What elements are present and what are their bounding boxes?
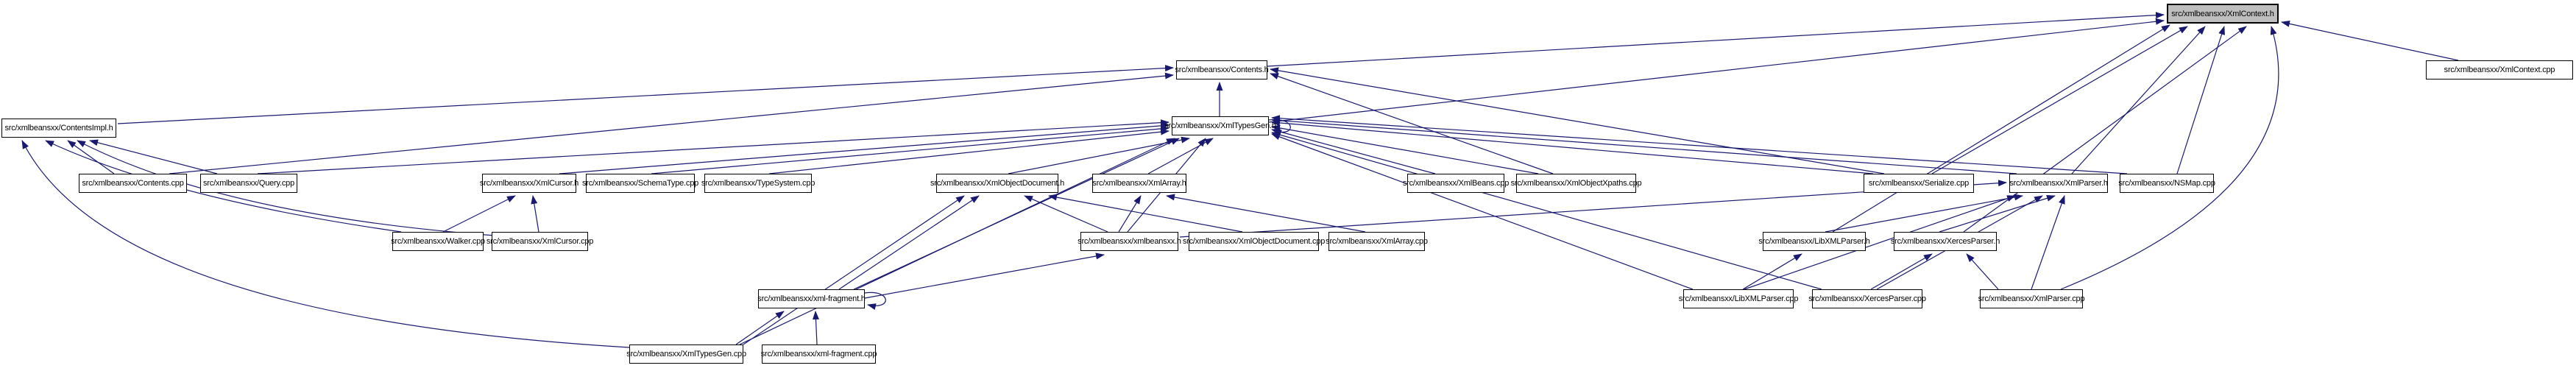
- edge-xercesparser-h-to-xmlcontext-h: [1963, 26, 2247, 233]
- edge-xmltypesgen-h-to-xmlcontext-h: [1268, 18, 2165, 123]
- edge-xmlparser-h-to-xmltypesgen-h: [1271, 117, 2017, 174]
- node-xmlparser-h[interactable]: src/xmlbeansxx/XmlParser.h: [2009, 174, 2108, 193]
- node-xmlobjectxpaths-cpp[interactable]: src/xmlbeansxx/XmlObjectXpaths.cpp: [1511, 174, 1642, 193]
- edge-group: [21, 12, 2459, 348]
- node-xml-fragment-h[interactable]: src/xmlbeansxx/xml-fragment.h: [757, 289, 866, 308]
- edge-xmlcontext-cpp-to-xmlcontext-h: [2281, 20, 2459, 61]
- node-xmltypesgen-h[interactable]: src/xmlbeansxx/XmlTypesGen.h: [1164, 116, 1276, 135]
- edge-libxmlparser-h-to-xmlparser-h: [1825, 194, 2023, 233]
- node-xercesparser-h[interactable]: src/xmlbeansxx/XercesParser.h: [1891, 232, 2000, 251]
- node-typesystem-cpp[interactable]: src/xmlbeansxx/TypeSystem.cpp: [701, 174, 815, 193]
- edge-xmlbeans-cpp-to-xmltypesgen-h: [1271, 128, 1436, 174]
- edge-typesystem-cpp-to-xmltypesgen-h: [768, 128, 1170, 174]
- edge-xmlobjectxpaths-cpp-to-xmltypesgen-h: [1271, 124, 1539, 174]
- node-schematype-cpp[interactable]: src/xmlbeansxx/SchemaType.cpp: [582, 174, 698, 193]
- edge-xmlcursor-cpp-to-contentsimpl-h: [77, 140, 495, 236]
- edge-xmlobjectdocument-h-to-xmltypesgen-h: [1008, 136, 1190, 174]
- edge-xercesparser-cpp-to-xmltypesgen-h: [1271, 131, 1822, 290]
- edge-xml-fragment-h-to-xml-fragment-h: [864, 292, 886, 310]
- edge-nsmap-cpp-to-xmlcontext-h: [2176, 26, 2225, 174]
- edge-xmlcursor-h-to-xmltypesgen-h: [559, 122, 1170, 174]
- node-contents-h[interactable]: src/xmlbeansxx/Contents.h: [1175, 60, 1269, 80]
- edge-xmltypesgen-cpp-to-contentsimpl-h: [21, 140, 630, 348]
- node-libxmlparser-h[interactable]: src/xmlbeansxx/LibXMLParser.h: [1758, 232, 1870, 251]
- edge-libxmlparser-cpp-to-xmlparser-h: [1744, 195, 2016, 290]
- node-xmlarray-cpp[interactable]: src/xmlbeansxx/XmlArray.cpp: [1326, 232, 1428, 251]
- edge-xercesparser-h-to-xmlparser-h: [1939, 194, 2056, 233]
- edge-schematype-cpp-to-xmltypesgen-h: [651, 125, 1170, 174]
- edge-nsmap-cpp-to-xmltypesgen-h: [1271, 115, 2128, 174]
- edge-libxmlparser-h-to-xmlcontext-h: [1832, 24, 2170, 233]
- edge-xmlobjectdocument-cpp-to-xmlobjectdocument-h: [1048, 194, 1243, 233]
- node-xmlobjectdocument-h[interactable]: src/xmlbeansxx/XmlObjectDocument.h: [930, 174, 1064, 193]
- node-contentsimpl-h[interactable]: src/xmlbeansxx/ContentsImpl.h: [1, 119, 116, 138]
- edge-contents-cpp-to-contents-h: [169, 72, 1174, 174]
- edge-xmlparser-cpp-to-xmlparser-h: [2031, 195, 2065, 290]
- node-xmlcursor-h[interactable]: src/xmlbeansxx/XmlCursor.h: [480, 174, 578, 193]
- edge-xml-fragment-cpp-to-xml-fragment-h: [812, 311, 819, 345]
- node-xml-fragment-cpp[interactable]: src/xmlbeansxx/xml-fragment.cpp: [761, 344, 877, 364]
- node-xmlbeansxx-h[interactable]: src/xmlbeansxx/xmlbeansxx.h: [1078, 232, 1181, 251]
- edge-query-cpp-to-contentsimpl-h: [89, 139, 218, 174]
- node-serialize-cpp[interactable]: src/xmlbeansxx/Serialize.cpp: [1864, 174, 1974, 193]
- edge-xercesparser-cpp-to-xercesparser-h: [1870, 253, 1933, 290]
- edge-libxmlparser-cpp-to-xmltypesgen-h: [1271, 133, 1694, 290]
- node-xmlcontext-h[interactable]: src/xmlbeansxx/XmlContext.h: [2167, 4, 2279, 24]
- node-libxmlparser-cpp[interactable]: src/xmlbeansxx/LibXMLParser.cpp: [1679, 289, 1798, 308]
- edge-xmlobjectxpaths-cpp-to-contents-h: [1270, 73, 1554, 174]
- edge-serialize-cpp-to-xmlcontext-h: [1931, 26, 2188, 174]
- edge-contents-cpp-to-contentsimpl-h: [67, 140, 115, 174]
- node-contents-cpp[interactable]: src/xmlbeansxx/Contents.cpp: [79, 174, 187, 193]
- node-query-cpp[interactable]: src/xmlbeansxx/Query.cpp: [200, 174, 297, 193]
- edge-xmlparser-cpp-to-xercesparser-h: [1966, 253, 1999, 290]
- edge-xmlbeansxx-h-to-xmlarray-h: [1118, 195, 1142, 233]
- node-xercesparser-cpp[interactable]: src/xmlbeansxx/XercesParser.cpp: [1808, 289, 1926, 308]
- edge-contentsimpl-h-to-contents-h: [117, 65, 1174, 124]
- edge-serialize-cpp-to-contents-h: [1270, 67, 1885, 174]
- edge-walker-cpp-to-contentsimpl-h: [45, 140, 402, 233]
- node-xmlobjectdocument-cpp[interactable]: src/xmlbeansxx/XmlObjectDocument.cpp: [1183, 232, 1325, 251]
- edge-xmlcursor-cpp-to-xmlcursor-h: [531, 195, 539, 233]
- edge-xmltypesgen-cpp-to-xmlobjectdocument-h: [743, 195, 965, 345]
- edge-contents-h-to-xmlcontext-h: [1267, 12, 2165, 67]
- node-walker-cpp[interactable]: src/xmlbeansxx/Walker.cpp: [391, 232, 485, 251]
- edge-walker-cpp-to-xmlcursor-h: [442, 195, 516, 233]
- edge-serialize-cpp-to-xmltypesgen-h: [1271, 119, 1874, 174]
- edge-xmlarray-cpp-to-xmlarray-h: [1166, 194, 1366, 233]
- edge-xmltypesgen-cpp-to-xmltypesgen-h: [739, 138, 1175, 345]
- node-xmltypesgen-cpp[interactable]: src/xmlbeansxx/XmlTypesGen.cpp: [626, 344, 746, 364]
- node-xmlarray-h[interactable]: src/xmlbeansxx/XmlArray.h: [1092, 174, 1186, 193]
- node-xmlcursor-cpp[interactable]: src/xmlbeansxx/XmlCursor.cpp: [486, 232, 593, 251]
- edge-xml-fragment-h-to-xmlobjectdocument-h: [838, 195, 980, 290]
- node-xmlparser-cpp[interactable]: src/xmlbeansxx/XmlParser.cpp: [1978, 289, 2085, 308]
- node-nsmap-cpp[interactable]: src/xmlbeansxx/NSMap.cpp: [2118, 174, 2215, 193]
- node-xmlcontext-cpp[interactable]: src/xmlbeansxx/XmlContext.cpp: [2426, 60, 2573, 80]
- edge-query-cpp-to-xmltypesgen-h: [257, 119, 1170, 174]
- edge-xml-fragment-h-to-xmlbeansxx-h: [864, 252, 1105, 299]
- edge-xmlparser-cpp-to-xmlcontext-h: [2060, 26, 2279, 290]
- edge-xmlparser-h-to-xmlcontext-h: [2071, 26, 2206, 174]
- edge-xmltypesgen-h-to-xmltypesgen-h: [1268, 119, 1291, 136]
- node-xmlbeans-cpp[interactable]: src/xmlbeansxx/XmlBeans.cpp: [1403, 174, 1509, 193]
- edge-libxmlparser-cpp-to-libxmlparser-h: [1742, 253, 1802, 290]
- edge-xmlbeansxx-h-to-xmlobjectdocument-h: [1024, 195, 1108, 233]
- edge-xmltypesgen-cpp-to-xml-fragment-h: [735, 311, 785, 345]
